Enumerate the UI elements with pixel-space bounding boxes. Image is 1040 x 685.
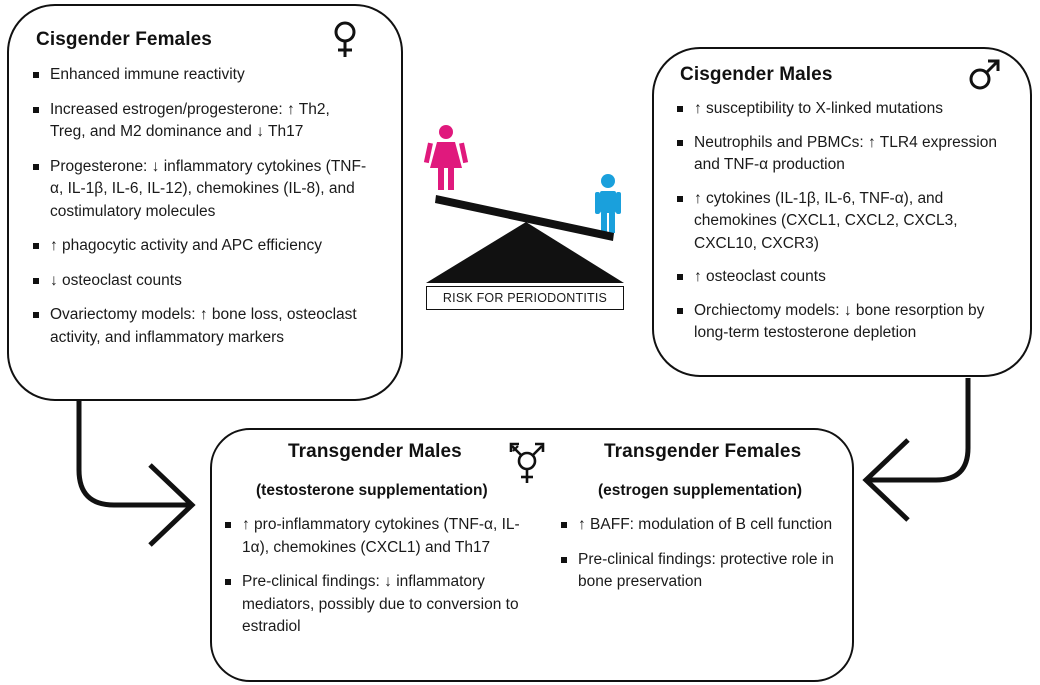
list-item: Progesterone: ↓ inflammatory cytokines (…: [32, 156, 367, 224]
list-item: ↑ pro-inflammatory cytokines (TNF-α, IL-…: [224, 514, 524, 559]
list-item: ↑ osteoclast counts: [676, 266, 1021, 289]
list-item: Pre-clinical findings: protective role i…: [560, 549, 845, 594]
transgender-males-list: ↑ pro-inflammatory cytokines (TNF-α, IL-…: [224, 514, 524, 651]
venus-icon: [334, 21, 356, 57]
list-item: ↓ osteoclast counts: [32, 270, 367, 293]
list-item: Increased estrogen/progesterone: ↑ Th2, …: [32, 99, 367, 144]
transgender-box: [210, 428, 854, 682]
transgender-females-subtitle: (estrogen supplementation): [598, 482, 803, 499]
list-item: Ovariectomy models: ↑ bone loss, osteocl…: [32, 304, 367, 349]
risk-label: RISK FOR PERIODONTITIS: [426, 286, 624, 310]
male-figure-icon: [595, 174, 621, 233]
transgender-icon: [509, 442, 545, 483]
mars-icon: [969, 59, 1000, 90]
balance-beam: [435, 195, 614, 241]
list-item: Neutrophils and PBMCs: ↑ TLR4 expression…: [676, 132, 1021, 177]
left-flow-arrow: [76, 400, 190, 508]
cisgender-males-title: Cisgender Males: [680, 64, 833, 85]
cisgender-females-title: Cisgender Females: [36, 29, 212, 50]
list-item: ↑ phagocytic activity and APC efficiency: [32, 235, 367, 258]
transgender-females-title: Transgender Females: [604, 441, 802, 462]
transgender-males-subtitle: (testosterone supplementation): [256, 482, 488, 499]
list-item: Pre-clinical findings: ↓ inflammatory me…: [224, 571, 524, 639]
list-item: ↑ susceptibility to X-linked mutations: [676, 98, 1021, 121]
transgender-females-list: ↑ BAFF: modulation of B cell function Pr…: [560, 514, 845, 606]
transgender-males-title: Transgender Males: [288, 441, 462, 462]
cisgender-females-box: [7, 4, 403, 401]
list-item: Orchiectomy models: ↓ bone resorption by…: [676, 300, 1021, 345]
list-item: ↑ BAFF: modulation of B cell function: [560, 514, 845, 537]
cisgender-males-list: ↑ susceptibility to X-linked mutations N…: [676, 98, 1021, 356]
list-item: ↑ cytokines (IL-1β, IL-6, TNF-α), and ch…: [676, 188, 1021, 256]
cisgender-females-list: Enhanced immune reactivity Increased est…: [32, 64, 367, 361]
fulcrum: [426, 222, 624, 283]
right-flow-arrow: [868, 378, 971, 483]
cisgender-males-box: [652, 47, 1032, 377]
list-item: Enhanced immune reactivity: [32, 64, 367, 87]
female-figure-icon: [423, 125, 469, 190]
